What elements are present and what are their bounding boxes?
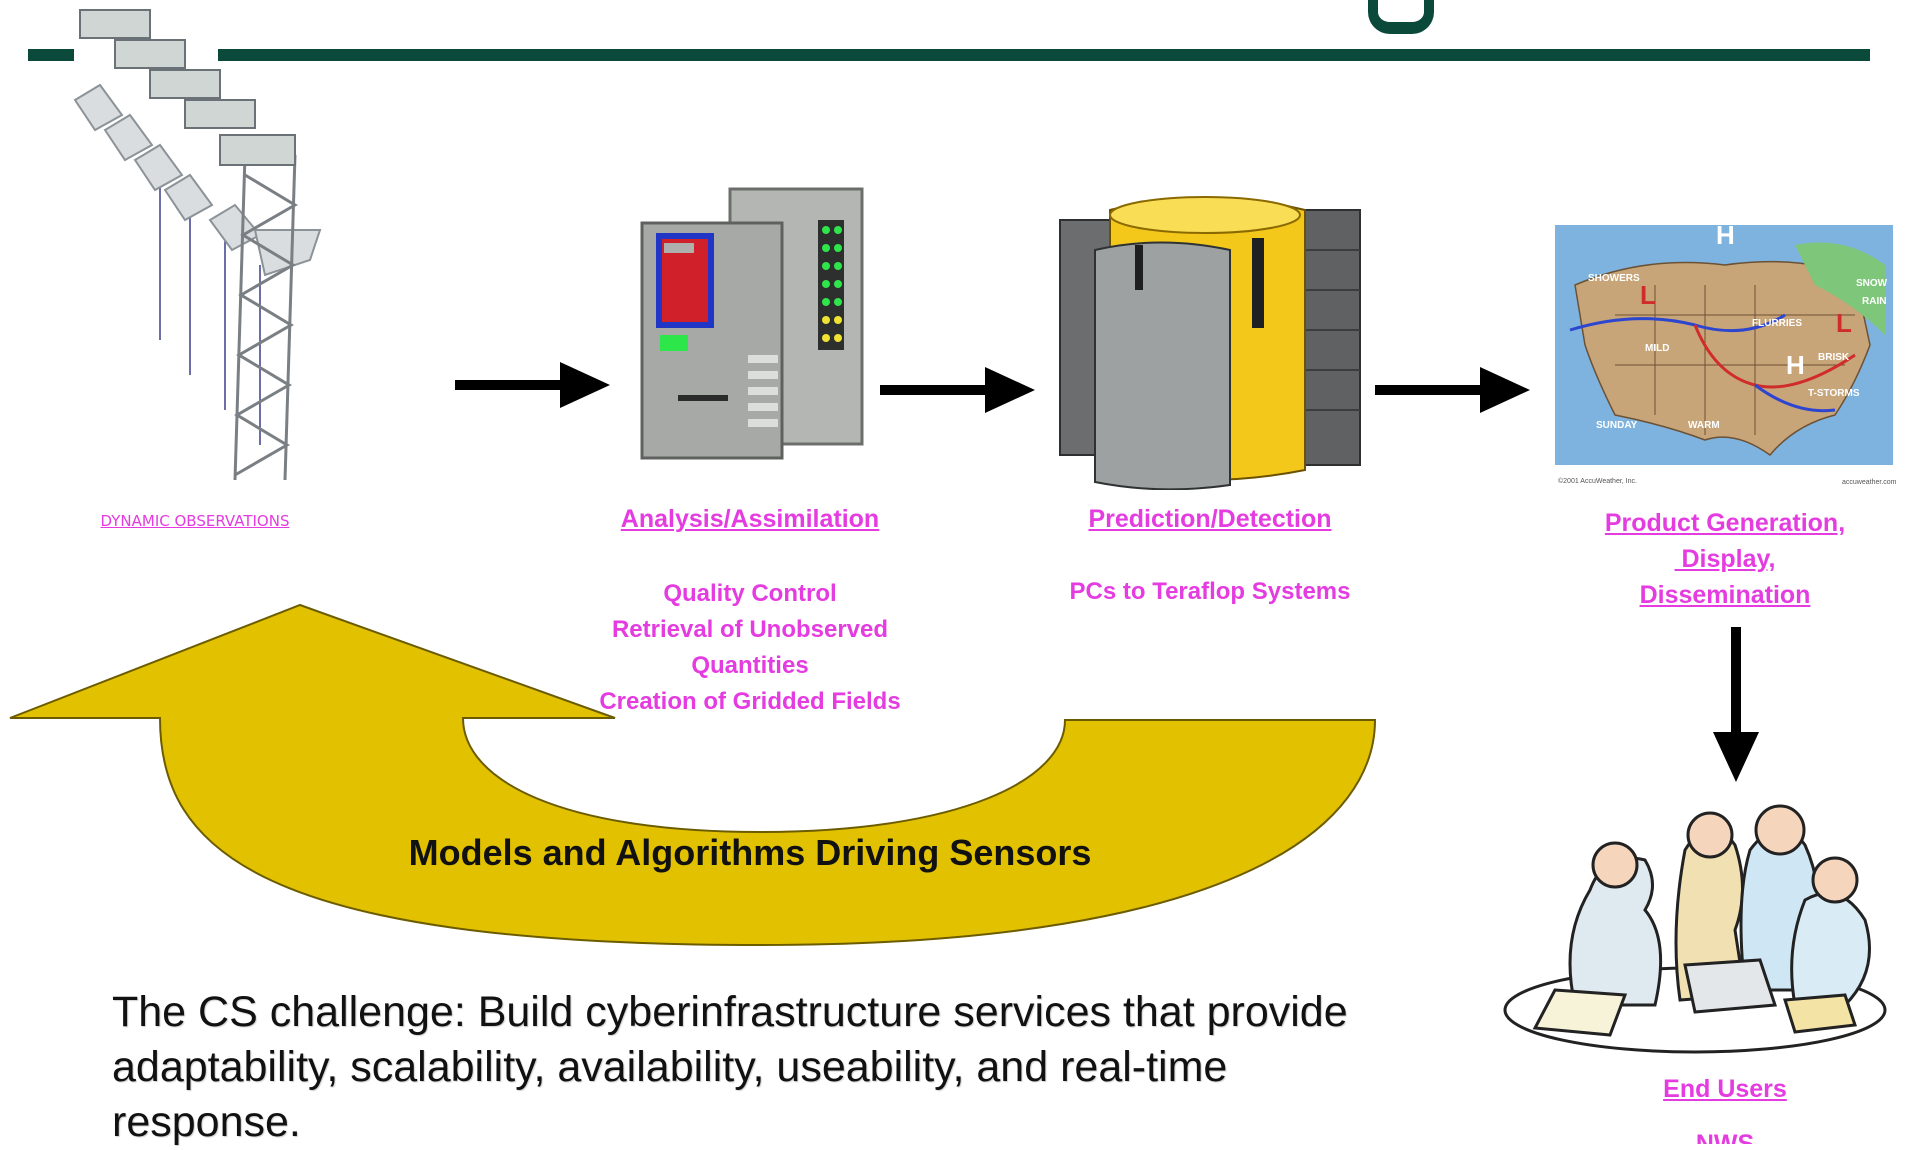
product-title[interactable]: Product Generation, Display, Disseminati… xyxy=(1560,505,1890,613)
map-label-sunday: SUNDAY xyxy=(1596,420,1638,431)
map-label-brisk: BRISK xyxy=(1818,352,1850,363)
map-label-rain: RAIN xyxy=(1862,296,1887,307)
server-icon xyxy=(640,187,864,460)
map-site: accuweather.com xyxy=(1842,479,1897,486)
map-front-h2: H xyxy=(1786,350,1805,380)
prediction-title[interactable]: Prediction/Detection xyxy=(1088,505,1332,533)
supercomputer-icon xyxy=(1059,196,1361,490)
radar-towers-icon xyxy=(73,9,322,481)
product-title-line-1[interactable]: Product Generation, xyxy=(1604,509,1846,537)
map-front-h1: H xyxy=(1716,220,1735,250)
analysis-line-3: Quantities xyxy=(691,652,809,679)
title-fragment xyxy=(1368,0,1434,34)
observations-label[interactable]: DYNAMIC OBSERVATIONS xyxy=(100,512,290,530)
analysis-line-1: Quality Control xyxy=(663,580,837,607)
analysis-line-4: Creation of Gridded Fields xyxy=(599,688,901,715)
analysis-lines: Quality Control Retrieval of Unobserved … xyxy=(550,576,950,720)
end-users-illustration xyxy=(1503,804,1887,1054)
map-label-warm: WARM xyxy=(1688,420,1720,431)
prediction-subtitle: PCs to Teraflop Systems xyxy=(1069,578,1351,605)
map-front-l1: L xyxy=(1640,280,1656,310)
map-label-showers: SHOWERS xyxy=(1588,273,1640,284)
arrow-right-1 xyxy=(455,362,610,408)
arrow-right-2 xyxy=(880,367,1035,413)
feedback-label: Models and Algorithms Driving Sensors xyxy=(408,832,1092,873)
end-users-title[interactable]: End Users xyxy=(1663,1075,1787,1103)
map-label-mild: MILD xyxy=(1645,343,1670,354)
analysis-title[interactable]: Analysis/Assimilation xyxy=(620,505,880,533)
map-front-l2: L xyxy=(1836,308,1852,338)
map-copyright: ©2001 AccuWeather, Inc. xyxy=(1558,478,1637,485)
product-title-line-2[interactable]: Display, xyxy=(1674,545,1776,573)
end-users-partial: NWS xyxy=(1560,1132,1890,1144)
weather-map-image xyxy=(1555,225,1893,490)
feedback-arrow xyxy=(9,603,1377,947)
title-rule-right xyxy=(218,49,1870,61)
map-label-flurries: FLURRIES xyxy=(1752,318,1802,329)
cs-challenge-text: The CS challenge: Build cyberinfrastruct… xyxy=(112,988,1348,1146)
title-rule-left xyxy=(28,49,74,61)
arrow-right-3 xyxy=(1375,367,1530,413)
map-label-snow: SNOW xyxy=(1856,278,1888,289)
product-title-line-3[interactable]: Dissemination xyxy=(1639,581,1811,609)
map-label-tstorms: T-STORMS xyxy=(1808,388,1860,399)
analysis-line-2: Retrieval of Unobserved xyxy=(611,616,889,643)
arrow-down xyxy=(1713,627,1759,782)
